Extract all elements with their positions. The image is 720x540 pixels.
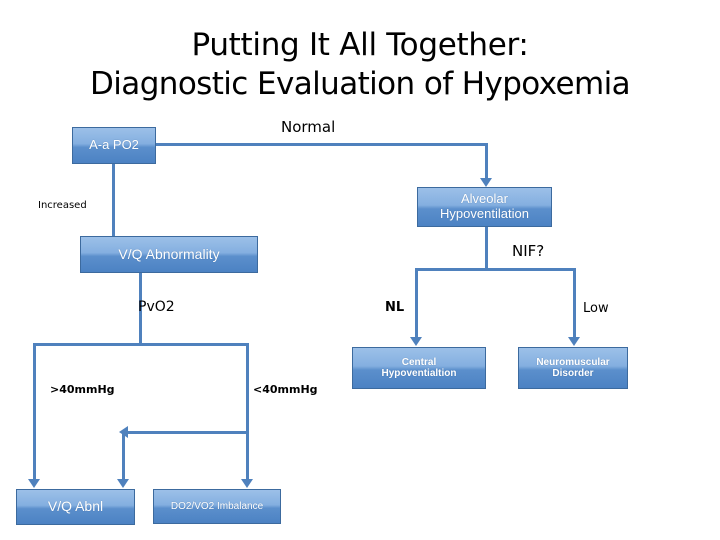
connector-nif-right-branch-down <box>573 268 576 338</box>
arrowhead-crosslink-into-do2vo2 <box>117 479 129 488</box>
node-neuromuscular-disorder-label: Neuromuscular Disorder <box>536 357 609 379</box>
node-do2-vo2-imbalance-label: DO2/VO2 Imbalance <box>170 500 264 512</box>
node-aa-po2-label: A-a PO2 <box>89 137 139 153</box>
node-vq-abnormality-label: V/Q Abnormality <box>118 245 220 262</box>
node-aa-po2[interactable]: A-a PO2 <box>72 127 156 164</box>
connector-pvo2-split-horizontal <box>33 343 249 346</box>
connector-gt40-down-to-vq-abnl <box>33 343 36 482</box>
connector-aapo2-to-normal-horizontal <box>156 143 488 146</box>
edge-label-greater-than-40mmhg: >40mmHg <box>50 383 115 396</box>
node-alveolar-hypoventilation-label: Alveolar Hypoventilation <box>440 192 529 221</box>
node-vq-abnormality[interactable]: V/Q Abnormality <box>80 236 258 273</box>
title-line-2: Diagnostic Evaluation of Hypoxemia <box>90 66 631 102</box>
arrowhead-into-vq-abnl <box>28 479 40 488</box>
node-vq-abnl[interactable]: V/Q Abnl <box>16 489 135 525</box>
arrowhead-into-alveolar-hypoventilation <box>480 178 492 187</box>
node-neuromuscular-disorder-line-1: Neuromuscular <box>536 356 610 368</box>
node-central-hypoventialtion-line-1: Central <box>401 356 437 368</box>
edge-label-nl: NL <box>385 300 405 315</box>
edge-label-increased: Increased <box>38 200 87 211</box>
arrowhead-into-central-hypoventialtion <box>410 337 422 346</box>
node-central-hypoventialtion[interactable]: Central Hypoventialtion <box>352 347 486 389</box>
connector-crosslink-down <box>122 431 125 482</box>
arrowhead-into-do2vo2-imbalance <box>241 479 253 488</box>
connector-normal-down-to-alveolar <box>485 143 488 179</box>
connector-lt40-down-to-do2vo2 <box>246 343 249 482</box>
connector-crosslink-horizontal <box>128 431 249 434</box>
edge-label-normal: Normal <box>281 118 336 136</box>
node-alveolar-hypoventilation-line-2: Hypoventilation <box>440 206 529 221</box>
edge-label-low: Low <box>583 301 609 316</box>
connector-nif-left-branch-down <box>415 268 418 338</box>
node-neuromuscular-disorder-line-2: Disorder <box>552 368 594 379</box>
edge-label-nif: NIF? <box>512 242 545 260</box>
connector-nif-split-horizontal <box>415 268 576 271</box>
edge-label-pvo2: PvO2 <box>138 299 175 315</box>
arrowhead-into-neuromuscular-disorder <box>568 337 580 346</box>
page-title: Putting It All Together: Diagnostic Eval… <box>0 26 720 104</box>
node-central-hypoventialtion-line-2: Hypoventialtion <box>381 368 457 379</box>
node-central-hypoventialtion-label: Central Hypoventialtion <box>381 357 456 379</box>
node-alveolar-hypoventilation[interactable]: Alveolar Hypoventilation <box>417 187 552 227</box>
connector-aapo2-down-to-vq-abnormality <box>112 164 115 236</box>
connector-alveolar-down-stem <box>485 227 488 270</box>
node-do2-vo2-imbalance[interactable]: DO2/VO2 Imbalance <box>153 489 281 524</box>
node-alveolar-hypoventilation-line-1: Alveolar <box>461 191 508 207</box>
node-vq-abnl-label: V/Q Abnl <box>47 498 104 515</box>
connector-vq-abnormality-down-stem <box>139 273 142 345</box>
node-neuromuscular-disorder[interactable]: Neuromuscular Disorder <box>518 347 628 389</box>
title-line-1: Putting It All Together: <box>191 27 529 63</box>
edge-label-less-than-40mmhg: <40mmHg <box>253 383 318 396</box>
